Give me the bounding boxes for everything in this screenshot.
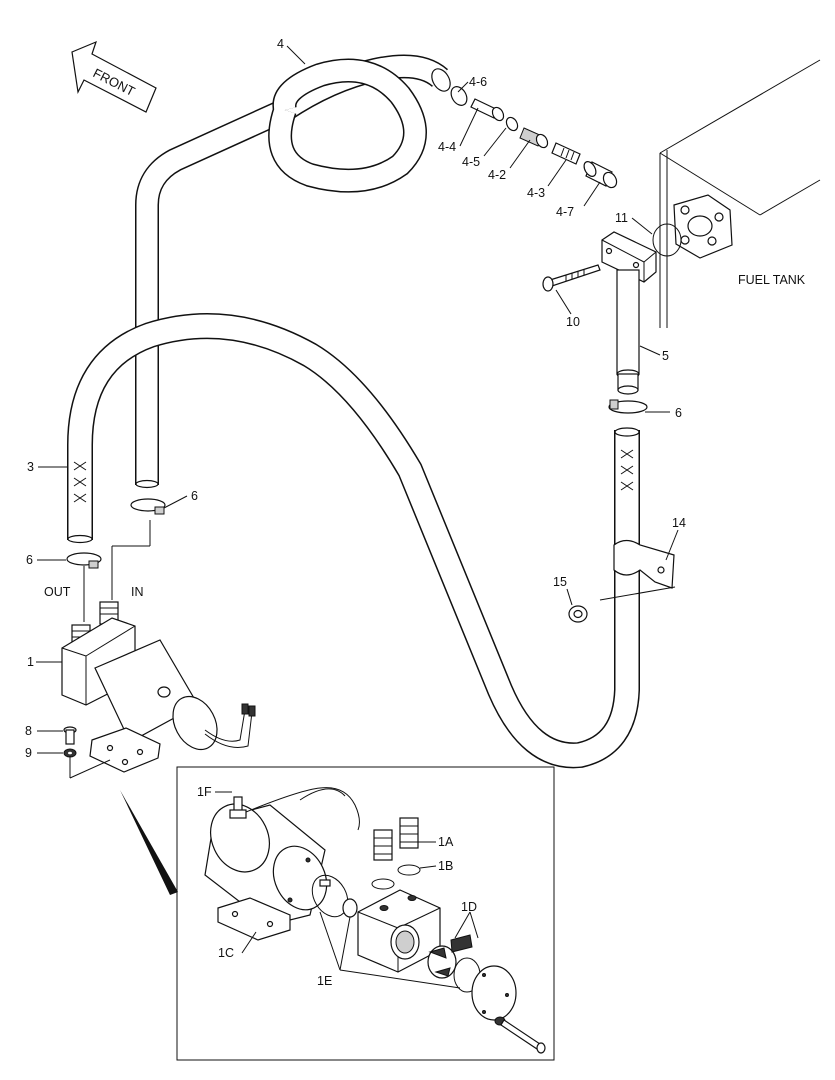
callout-4-3: 4-3 xyxy=(527,186,545,200)
tank-flange xyxy=(673,194,733,259)
detail-view-frame xyxy=(176,766,555,1061)
detail-cover-plate xyxy=(471,965,517,1021)
detail-switch-1f xyxy=(229,796,247,819)
nut-15 xyxy=(568,605,588,623)
callout-6-out: 6 xyxy=(26,553,33,567)
callout-1d: 1D xyxy=(461,900,477,914)
adapter-4-3 xyxy=(551,142,581,165)
port-label-out: OUT xyxy=(44,585,71,599)
detail-seal-1e-b xyxy=(342,898,358,918)
detail-washer-1b-left xyxy=(371,878,395,890)
detail-fitting-1a-right xyxy=(399,817,419,849)
callout-4-5: 4-5 xyxy=(462,155,480,169)
washer-9 xyxy=(63,748,77,758)
hose-clamp-6-out xyxy=(66,552,102,569)
callout-1a: 1A xyxy=(438,835,454,849)
callout-1c: 1C xyxy=(218,946,234,960)
callout-1e: 1E xyxy=(317,974,332,988)
bolt-10 xyxy=(542,264,601,292)
callout-14: 14 xyxy=(672,516,686,530)
callout-1b: 1B xyxy=(438,859,453,873)
detail-fitting-1a-left xyxy=(373,829,393,861)
detail-pointer xyxy=(120,790,178,895)
hose-bracket-14 xyxy=(613,539,675,589)
fuel-tank-label: FUEL TANK xyxy=(738,273,806,287)
callout-4-6: 4-6 xyxy=(469,75,487,89)
return-hose-4 xyxy=(135,54,451,489)
callout-3: 3 xyxy=(27,460,34,474)
callout-4: 4 xyxy=(277,37,284,51)
o-ring-11 xyxy=(652,223,682,257)
port-label-in: IN xyxy=(131,585,144,599)
detail-wiring xyxy=(245,787,360,831)
callout-8: 8 xyxy=(25,724,32,738)
detail-bracket-1c xyxy=(217,897,291,941)
fuel-tank xyxy=(659,59,821,328)
hose-clamp-6-in xyxy=(130,498,166,515)
callout-15: 15 xyxy=(553,575,567,589)
callout-11: 11 xyxy=(615,211,628,225)
barb-fitting-4-4 xyxy=(470,98,505,122)
cap-4-7 xyxy=(583,161,618,189)
pickup-tube-5 xyxy=(601,231,657,395)
adapter-4-2 xyxy=(519,127,549,149)
callout-4-7: 4-7 xyxy=(556,205,574,219)
detail-screw xyxy=(494,1016,546,1054)
front-direction-arrow: FRONT xyxy=(71,40,157,113)
detail-motor xyxy=(204,803,331,926)
callout-4-2: 4-2 xyxy=(488,168,506,182)
clamp-4-6 xyxy=(450,86,468,106)
detail-impeller-1d xyxy=(427,934,473,979)
callout-5: 5 xyxy=(662,349,669,363)
supply-hose-3 xyxy=(67,313,640,769)
detail-washer-1b-right xyxy=(397,864,421,876)
callout-1: 1 xyxy=(27,655,34,669)
callout-9: 9 xyxy=(25,746,32,760)
callout-4-4: 4-4 xyxy=(438,140,456,154)
callout-10: 10 xyxy=(566,315,580,329)
hose-clamp-6-tank xyxy=(608,399,648,414)
callout-6-tank: 6 xyxy=(675,406,682,420)
fuel-pump-1 xyxy=(61,601,256,773)
washer-4-5 xyxy=(505,116,519,132)
detail-pump-head xyxy=(357,889,441,973)
bolt-8 xyxy=(63,726,77,745)
leader-lines xyxy=(36,45,679,989)
callout-1f: 1F xyxy=(197,785,212,799)
detail-o-ring-1e-a xyxy=(311,874,349,918)
callout-6-in: 6 xyxy=(191,489,198,503)
